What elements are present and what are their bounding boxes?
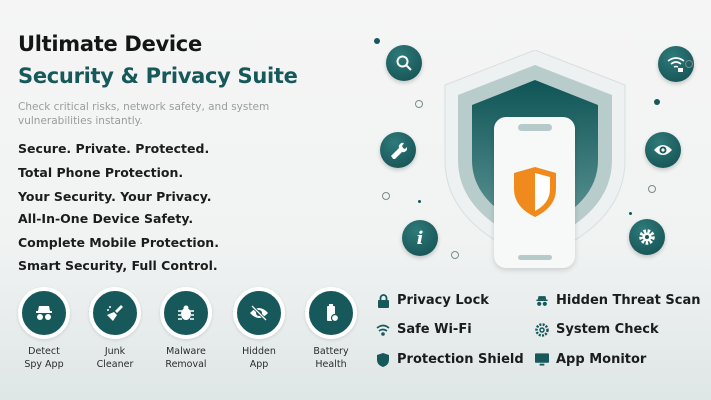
spy-icon — [535, 294, 549, 308]
title-line-1: Ultimate Device — [18, 32, 202, 56]
wrench-icon — [380, 132, 416, 168]
capability-label: System Check — [556, 322, 659, 337]
tagline: Your Security. Your Privacy. — [18, 189, 212, 204]
decor-dot — [374, 38, 380, 44]
info-icon: i — [402, 220, 438, 256]
gear-icon — [535, 322, 549, 337]
subtitle: Check critical risks, network safety, an… — [18, 101, 270, 127]
orange-shield-icon — [514, 167, 556, 217]
capability-system-check: System Check — [535, 322, 659, 337]
tagline: Secure. Private. Protected. — [18, 141, 210, 156]
decor-dot — [418, 200, 421, 203]
feature-label: Malware — [166, 346, 206, 357]
eye-icon — [645, 132, 681, 168]
capability-label: App Monitor — [556, 352, 647, 367]
broom-icon — [89, 287, 141, 339]
feature-label: Health — [315, 359, 347, 370]
decor-ring — [451, 251, 459, 259]
title-line-2: Security & Privacy Suite — [18, 64, 298, 88]
feature-label: Hidden — [242, 346, 276, 357]
phone-illustration — [494, 117, 575, 268]
gear-icon — [629, 219, 665, 255]
capability-safe-wifi: Safe Wi-Fi — [376, 322, 472, 337]
capability-label: Hidden Threat Scan — [556, 293, 701, 308]
decor-dot — [629, 212, 632, 215]
eye-slash-icon — [233, 287, 285, 339]
search-icon — [386, 45, 422, 81]
tagline: Complete Mobile Protection. — [18, 235, 219, 250]
capability-app-monitor: App Monitor — [535, 352, 646, 367]
tagline: Smart Security, Full Control. — [18, 258, 218, 273]
capability-label: Safe Wi-Fi — [397, 322, 472, 337]
wifi-icon — [376, 323, 390, 337]
capability-hidden-threat-scan: Hidden Threat Scan — [535, 293, 701, 308]
battery-icon — [305, 287, 357, 339]
bug-icon — [160, 287, 212, 339]
feature-label: Spy App — [24, 359, 64, 370]
feature-label: Battery — [313, 346, 349, 357]
capability-protection-shield: Protection Shield — [376, 352, 524, 367]
feature-label: App — [249, 359, 269, 370]
feature-label: Cleaner — [96, 359, 134, 370]
decor-ring — [415, 100, 423, 108]
tagline: Total Phone Protection. — [18, 165, 184, 180]
monitor-icon — [535, 353, 549, 367]
capability-label: Protection Shield — [397, 352, 524, 367]
feature-label: Junk — [104, 346, 126, 357]
feature-label: Removal — [165, 359, 207, 370]
decor-dot — [654, 99, 660, 105]
shield-icon — [376, 352, 390, 367]
capability-privacy-lock: Privacy Lock — [376, 293, 489, 308]
decor-ring — [648, 185, 656, 193]
capability-label: Privacy Lock — [397, 293, 489, 308]
decor-ring — [382, 192, 390, 200]
decor-ring — [685, 60, 693, 68]
spy-icon — [18, 287, 70, 339]
tagline: All-In-One Device Safety. — [18, 211, 194, 226]
lock-icon — [376, 293, 390, 308]
feature-label: Detect — [28, 346, 60, 357]
